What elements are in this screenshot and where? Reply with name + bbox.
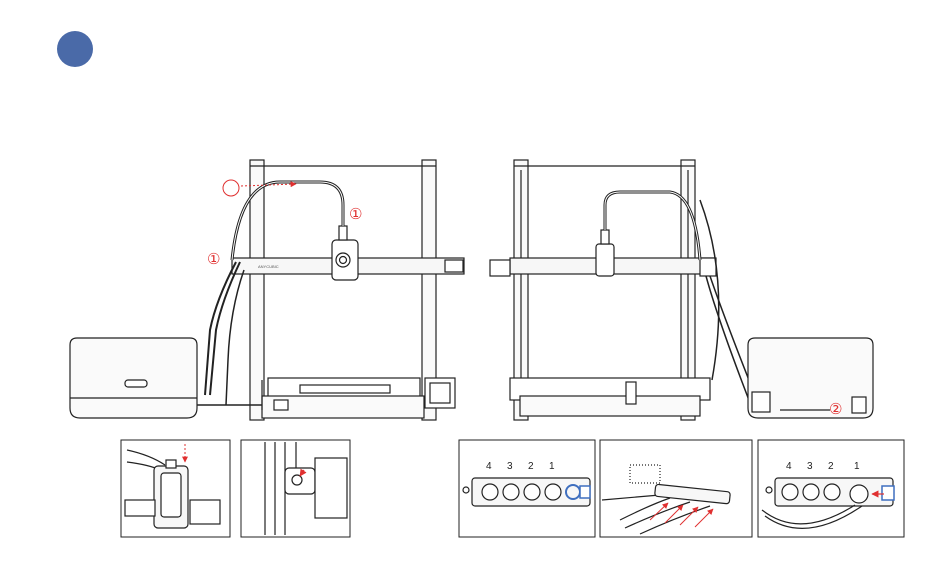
ace-unit-back	[748, 338, 873, 418]
port-label-1-right: 1	[854, 461, 860, 472]
detail-panel-toolhead-top	[121, 440, 230, 537]
port-label-2-right: 2	[828, 461, 834, 472]
port-label-1-left: 1	[549, 461, 555, 472]
callout-two-back: ②	[829, 400, 842, 418]
callout-one-toolhead: ①	[349, 205, 362, 223]
port-label-3-left: 3	[507, 461, 513, 472]
svg-text:ANYCUBIC: ANYCUBIC	[258, 264, 279, 269]
ace-unit-front	[70, 338, 262, 418]
port-label-2-left: 2	[528, 461, 534, 472]
port-label-4-right: 4	[786, 461, 792, 472]
callout-one-gantry: ①	[207, 250, 220, 268]
port-label-3-right: 3	[807, 461, 813, 472]
port-label-4-left: 4	[486, 461, 492, 472]
detail-panel-tubes-insert	[600, 440, 752, 537]
detail-panel-port-one: 4 3 2 1	[758, 440, 904, 537]
front-printer-view: ANYCUBIC	[205, 160, 464, 420]
detail-panel-tube-clip	[241, 440, 350, 537]
detail-panel-hub-ports: 4 3 2 1	[459, 440, 595, 537]
back-printer-view	[490, 160, 760, 420]
